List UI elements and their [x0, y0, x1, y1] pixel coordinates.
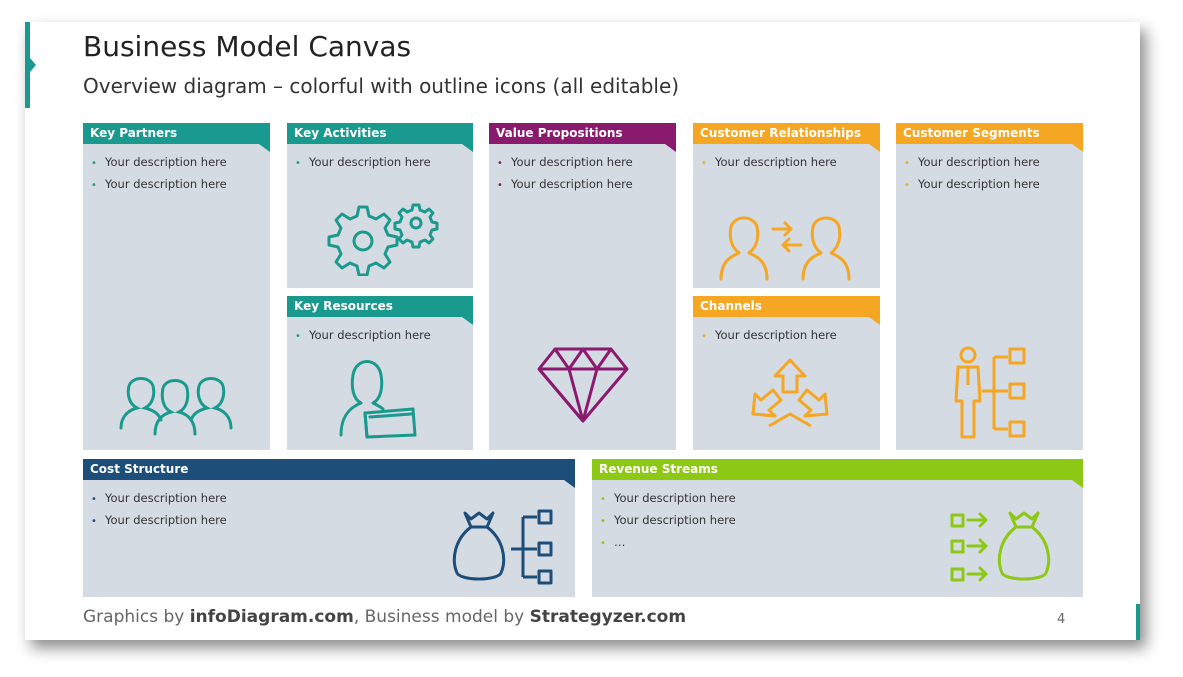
block-header: Channels [693, 296, 880, 317]
page-number: 4 [1057, 612, 1066, 627]
header-tab [259, 144, 270, 152]
block-customer-relationships: Customer Relationships •Your description… [693, 123, 880, 288]
block-header: Customer Relationships [693, 123, 880, 144]
accent-bar-left [25, 22, 30, 108]
block-key-activities: Key Activities •Your description here [287, 123, 473, 288]
header-tab [1072, 480, 1083, 488]
item-list: •Your description here •Your description… [904, 155, 1040, 199]
list-item: •Your description here [295, 328, 431, 342]
slide-title: Business Model Canvas [83, 30, 412, 63]
item-list: •Your description here [295, 155, 431, 177]
block-key-partners: Key Partners •Your description here •You… [83, 123, 270, 450]
list-item: •Your description here [904, 177, 1040, 191]
people-exchange-icon [719, 216, 851, 281]
footer-brand-strategyzer: Strategyzer.com [529, 607, 687, 627]
block-header: Key Partners [83, 123, 270, 144]
list-item: •Your description here [701, 328, 837, 342]
item-list: •Your description here •Your description… [497, 155, 633, 199]
arrows-distribution-icon [751, 358, 829, 428]
item-list: •Your description here •Your description… [91, 491, 227, 535]
block-header: Customer Segments [896, 123, 1083, 144]
list-item: •Your description here [600, 513, 736, 527]
header-tab [1072, 144, 1083, 152]
block-key-resources: Key Resources •Your description here [287, 296, 473, 450]
block-header: Value Propositions [489, 123, 676, 144]
item-list: •Your description here •Your description… [91, 155, 227, 199]
footer-credits: Graphics by infoDiagram.com, Business mo… [83, 607, 687, 627]
header-tab [869, 144, 880, 152]
block-cost-structure: Cost Structure •Your description here •Y… [83, 459, 575, 597]
header-tab [462, 317, 473, 325]
block-header: Key Resources [287, 296, 473, 317]
accent-bar-right [1136, 604, 1140, 640]
header-tab [665, 144, 676, 152]
list-item: •Your description here [91, 155, 227, 169]
list-item: •Your description here [701, 155, 837, 169]
diamond-icon [537, 347, 629, 423]
people-group-icon [119, 377, 233, 436]
item-list: •Your description here [295, 328, 431, 350]
slide-subtitle: Overview diagram – colorful with outline… [83, 74, 680, 98]
money-bag-inflow-icon [950, 511, 1051, 582]
list-item: •Your description here [91, 513, 227, 527]
block-channels: Channels •Your description here [693, 296, 880, 450]
block-header: Revenue Streams [592, 459, 1083, 480]
list-item: •Your description here [497, 155, 633, 169]
list-item: •Your description here [295, 155, 431, 169]
item-list: •Your description here [701, 155, 837, 177]
list-item: •… [600, 535, 626, 549]
footer-brand-infodiagram: infoDiagram.com [189, 607, 354, 627]
list-item: •Your description here [600, 491, 736, 505]
list-item: •Your description here [91, 491, 227, 505]
block-revenue-streams: Revenue Streams •Your description here •… [592, 459, 1083, 597]
list-item: •Your description here [904, 155, 1040, 169]
block-customer-segments: Customer Segments •Your description here… [896, 123, 1083, 450]
person-with-book-icon [339, 360, 417, 439]
money-bag-hierarchy-icon [452, 509, 553, 585]
block-header: Cost Structure [83, 459, 575, 480]
list-item: •Your description here [91, 177, 227, 191]
item-list: •Your description here •Your description… [600, 491, 736, 557]
header-tab [462, 144, 473, 152]
accent-notch [30, 58, 36, 72]
block-header: Key Activities [287, 123, 473, 144]
block-value-propositions: Value Propositions •Your description her… [489, 123, 676, 450]
item-list: •Your description here [701, 328, 837, 350]
gears-icon [327, 203, 439, 276]
slide: Business Model Canvas Overview diagram –… [25, 22, 1140, 640]
header-tab [564, 480, 575, 488]
header-tab [869, 317, 880, 325]
list-item: •Your description here [497, 177, 633, 191]
person-hierarchy-icon [954, 346, 1026, 439]
